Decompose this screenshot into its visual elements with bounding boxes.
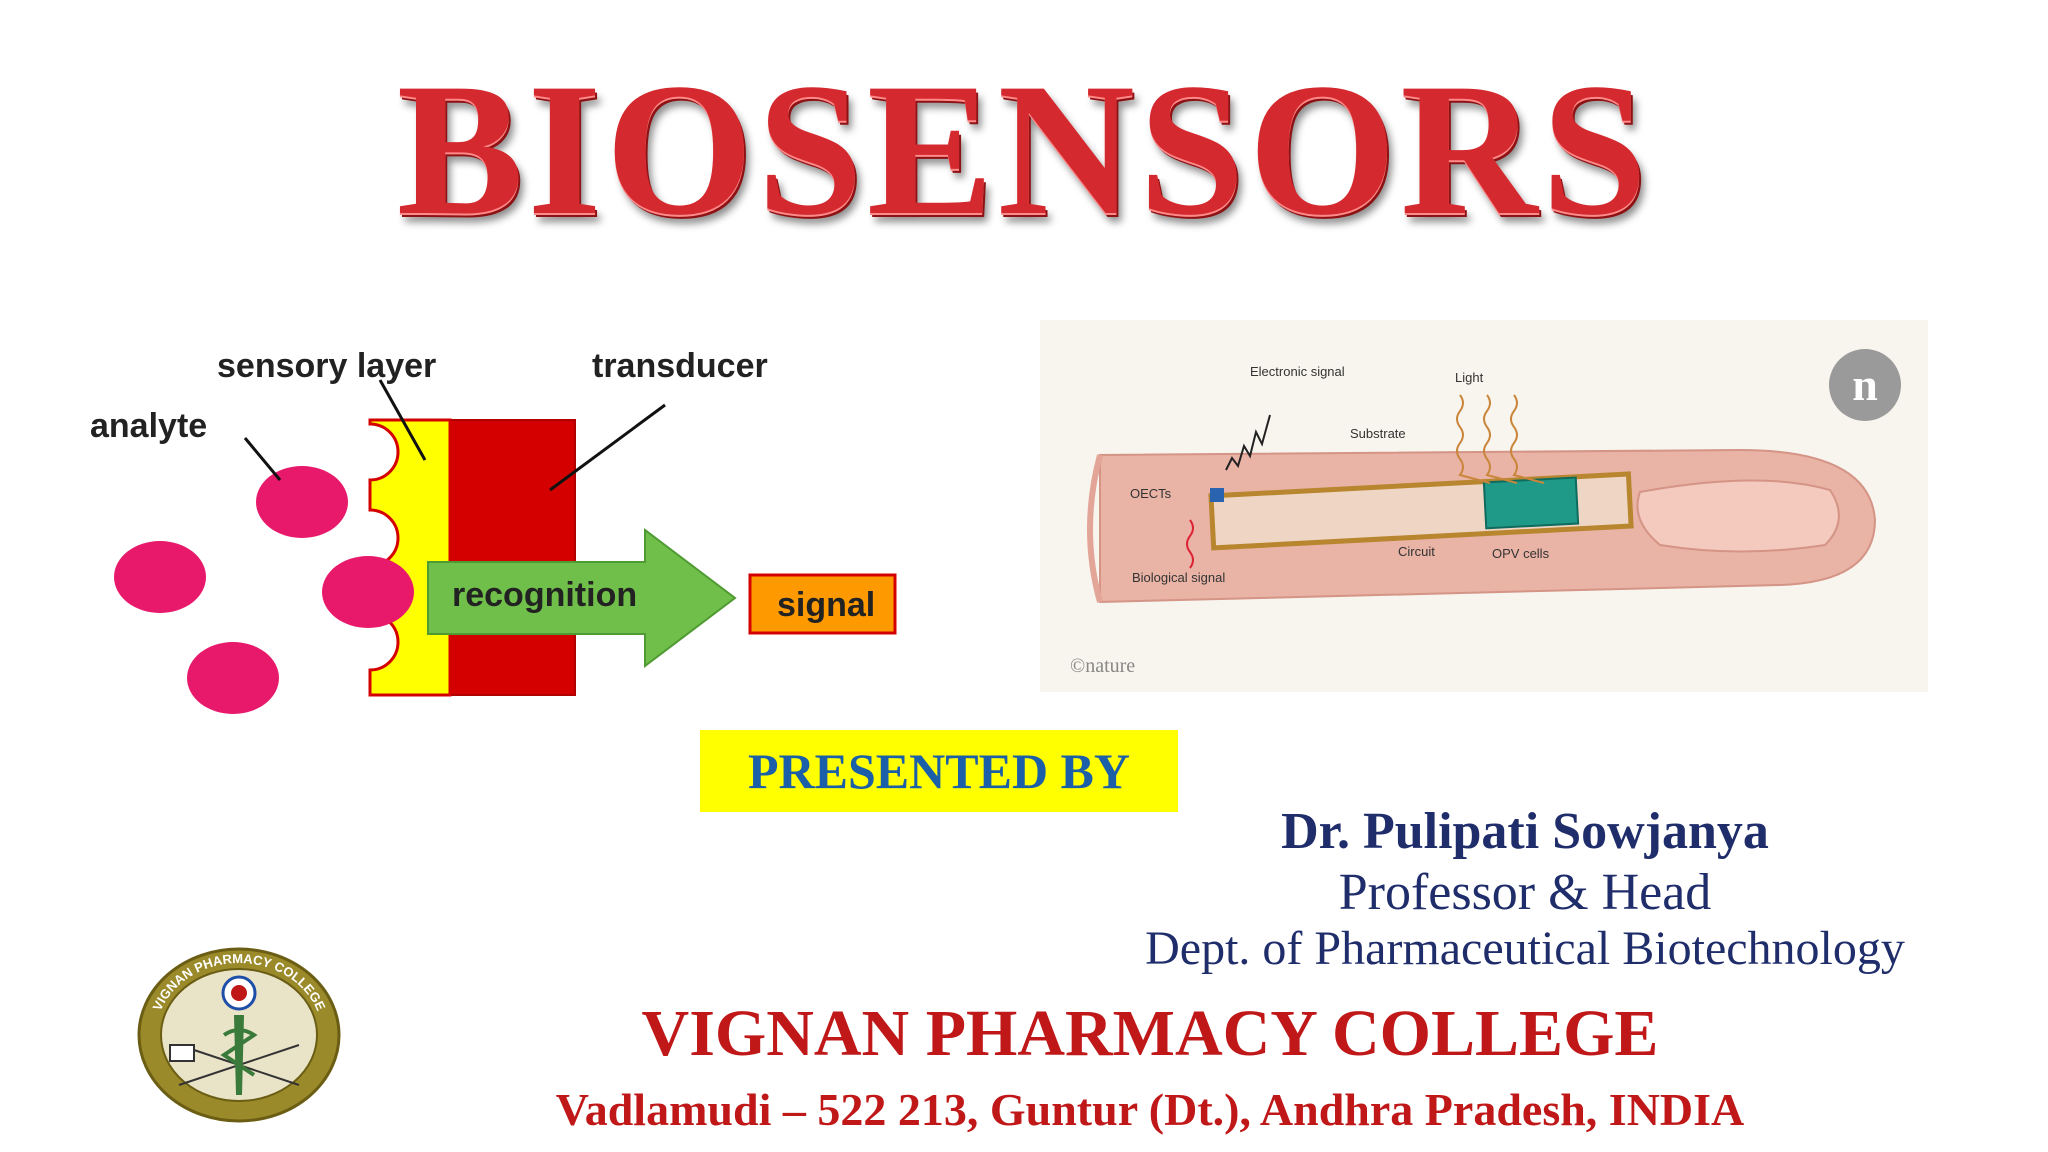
college-name: VIGNAN PHARMACY COLLEGE xyxy=(641,997,1659,1070)
transducer-pointer xyxy=(549,403,666,492)
presented-by-label: PRESENTED BY xyxy=(700,730,1178,812)
electronic-signal-wave xyxy=(1225,414,1271,471)
label-substrate: Substrate xyxy=(1350,426,1406,441)
recognition-label: recognition xyxy=(452,576,637,614)
transducer-block xyxy=(449,419,576,696)
label-biological-signal: Biological signal xyxy=(1132,570,1225,585)
presenter-name: Dr. Pulipati Sowjanya xyxy=(1281,803,1769,860)
sensory-layer-pointer xyxy=(378,379,427,461)
nature-credit: ©nature xyxy=(1070,655,1135,677)
finger-sensor-figure: Electronic signal Light Substrate OECTs … xyxy=(1040,320,1928,692)
sensory-layer-label: sensory layer xyxy=(217,347,436,385)
nature-logo xyxy=(1829,349,1901,421)
fingernail xyxy=(1636,479,1840,553)
presenter-role: Professor & Head xyxy=(1338,864,1712,921)
analyte-circle xyxy=(114,541,206,613)
analyte-circle xyxy=(322,556,414,628)
transducer-label: transducer xyxy=(592,347,768,385)
label-circuit: Circuit xyxy=(1398,544,1435,559)
recognition-arrow xyxy=(427,527,737,669)
analyte-label: analyte xyxy=(90,407,207,445)
analyte-pointer xyxy=(243,437,282,481)
label-light: Light xyxy=(1455,370,1484,385)
oect-chip xyxy=(1210,488,1224,502)
biological-signal-wave xyxy=(1186,519,1194,569)
light-rays xyxy=(1456,394,1545,484)
analyte-molecules xyxy=(114,466,414,714)
label-opv-cells: OPV cells xyxy=(1492,546,1550,561)
opv-cells xyxy=(1482,476,1580,530)
label-oects: OECTs xyxy=(1130,486,1172,501)
signal-box xyxy=(748,573,897,635)
analyte-circle xyxy=(256,466,348,538)
slide-title: BIOSENSORS xyxy=(396,45,1652,255)
college-logo: VIGNAN PHARMACY COLLEGE xyxy=(137,947,341,1123)
label-electronic-signal: Electronic signal xyxy=(1250,364,1345,379)
presenter-block: Dr. Pulipati Sowjanya Professor & Head D… xyxy=(1060,800,1990,976)
sensory-layer xyxy=(368,418,452,697)
biosensor-diagram: sensory layer transducer analyte recogni… xyxy=(90,347,897,714)
college-address: Vadlamudi – 522 213, Guntur (Dt.), Andhr… xyxy=(555,1084,1745,1135)
analyte-circle xyxy=(187,642,279,714)
signal-label: signal xyxy=(777,586,875,624)
presenter-department: Dept. of Pharmaceutical Biotechnology xyxy=(1145,922,1905,975)
nature-logo-letter: n xyxy=(1852,359,1878,410)
